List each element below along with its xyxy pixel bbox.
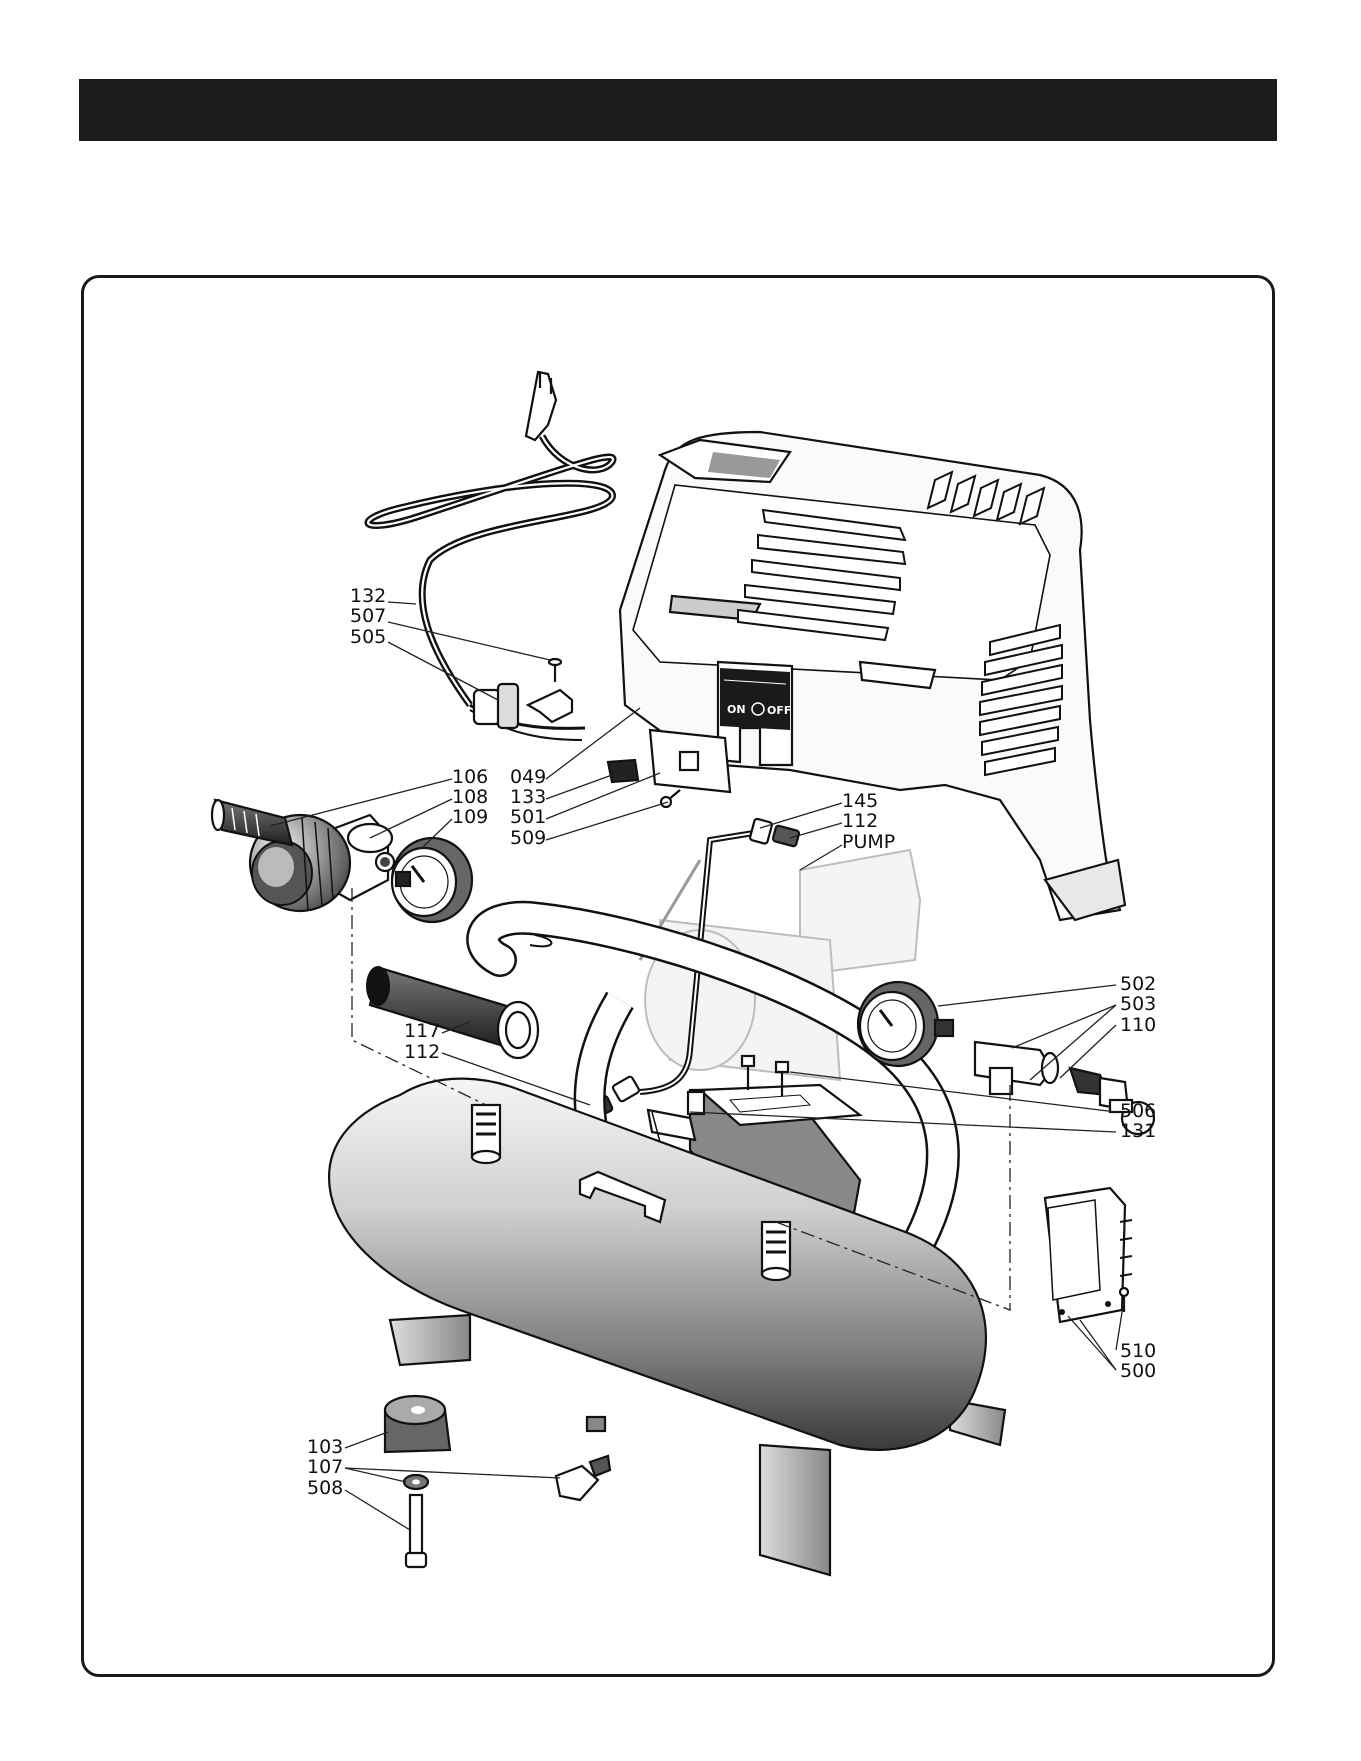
callout-110: 110 [1120, 1014, 1156, 1036]
electrical-box [1045, 1188, 1132, 1322]
callout-131: 131 [1120, 1120, 1156, 1142]
outlet-gauge [392, 838, 472, 922]
tank-port-rear [762, 1222, 790, 1280]
handle-grip [366, 966, 538, 1058]
callout-501: 501 [510, 806, 546, 828]
callout-507: 507 [350, 605, 386, 627]
callout-145: 145 [842, 790, 878, 812]
callout-112-tank: 112 [404, 1041, 440, 1063]
callout-509: 509 [510, 827, 546, 849]
callout-510: 510 [1120, 1340, 1156, 1362]
bracket-screw [661, 790, 680, 807]
callout-pump: PUMP [842, 831, 895, 853]
callout-500: 500 [1120, 1360, 1156, 1382]
callout-133: 133 [510, 786, 546, 808]
cord-clamp [528, 690, 572, 722]
callout-112-pump: 112 [842, 810, 878, 832]
callout-109: 109 [452, 806, 488, 828]
quick-coupler [212, 800, 292, 845]
callout-506: 506 [1120, 1100, 1156, 1122]
drain-valve [556, 1456, 610, 1500]
mounting-bolt [406, 1495, 426, 1567]
air-tank [329, 1079, 1005, 1575]
callout-107: 107 [307, 1456, 343, 1478]
callout-108: 108 [452, 786, 488, 808]
switch-off-label: OFF [767, 704, 791, 717]
callout-508: 508 [307, 1477, 343, 1499]
switch-on-label: ON [727, 703, 746, 716]
callout-132: 132 [350, 585, 386, 607]
tee-fitting [975, 1042, 1058, 1094]
switch-bracket [650, 730, 730, 792]
tank-port-front [472, 1105, 500, 1163]
callout-117: 117 [404, 1020, 440, 1042]
tube-nut-lower [612, 1076, 640, 1103]
tube-nut-145 [749, 818, 772, 844]
power-switch [608, 760, 638, 782]
callout-502: 502 [1120, 973, 1156, 995]
clamp-screw [549, 659, 561, 682]
washer [404, 1475, 428, 1489]
power-cord [368, 372, 613, 740]
callout-503: 503 [1120, 993, 1156, 1015]
callout-103: 103 [307, 1436, 343, 1458]
callout-106: 106 [452, 766, 488, 788]
rubber-foot [385, 1396, 450, 1452]
callout-505: 505 [350, 626, 386, 648]
tank-gauge [858, 982, 953, 1066]
callout-049: 049 [510, 766, 546, 788]
